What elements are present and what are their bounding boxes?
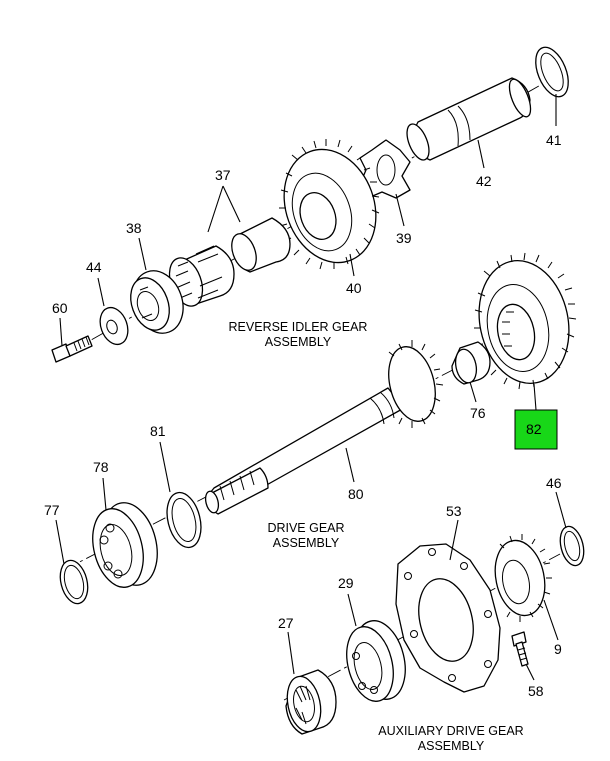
part-38-retainer bbox=[130, 270, 184, 334]
part-46-snap-ring bbox=[559, 525, 585, 567]
part-44-washer bbox=[99, 306, 129, 346]
callout-29: 29 bbox=[338, 575, 354, 591]
part-29-ball-bearing bbox=[346, 620, 406, 702]
part-9-auxiliary-gear bbox=[494, 534, 552, 622]
callout-27: 27 bbox=[278, 615, 294, 631]
callout-41: 41 bbox=[546, 132, 562, 148]
callout-80: 80 bbox=[348, 486, 364, 502]
callout-37: 37 bbox=[215, 167, 231, 183]
reverse-idler-caption-line1: REVERSE IDLER GEAR bbox=[229, 320, 368, 334]
part-40-idler-gear bbox=[279, 139, 380, 270]
assembly-captions: REVERSE IDLER GEAR ASSEMBLY DRIVE GEAR A… bbox=[229, 320, 524, 753]
drive-gear-caption-line2: ASSEMBLY bbox=[273, 536, 340, 550]
part-41-snap-ring bbox=[535, 46, 569, 98]
part-60-bolt bbox=[51, 335, 93, 363]
leader-lines bbox=[55, 94, 567, 681]
part-58-bolt bbox=[511, 631, 529, 667]
part-27-roller-bearing bbox=[285, 669, 337, 735]
drive-gear-caption-line1: DRIVE GEAR bbox=[267, 521, 344, 535]
callout-44: 44 bbox=[86, 259, 102, 275]
callout-53: 53 bbox=[446, 503, 462, 519]
reverse-idler-gear-assembly bbox=[51, 46, 569, 363]
callout-58: 58 bbox=[528, 683, 544, 699]
callout-82[interactable]: 82 bbox=[526, 421, 542, 437]
callout-76: 76 bbox=[470, 405, 486, 421]
callout-39: 39 bbox=[396, 230, 412, 246]
part-39-thrust-washer bbox=[359, 139, 411, 199]
callout-42: 42 bbox=[476, 173, 492, 189]
part-81-snap-ring bbox=[166, 491, 202, 549]
auxiliary-drive-gear-assembly bbox=[283, 525, 585, 735]
drive-gear-assembly bbox=[59, 252, 577, 605]
callout-77: 77 bbox=[44, 502, 60, 518]
callout-78: 78 bbox=[93, 459, 109, 475]
part-53-cover-plate bbox=[395, 543, 501, 693]
part-37-roller-bearing bbox=[168, 245, 235, 307]
callout-9: 9 bbox=[554, 641, 562, 657]
part-76-bushing bbox=[451, 341, 491, 385]
part-42-idler-shaft bbox=[406, 77, 532, 161]
callout-82-highlight[interactable] bbox=[514, 409, 558, 450]
callout-81: 81 bbox=[150, 423, 166, 439]
callout-38: 38 bbox=[126, 220, 142, 236]
callout-46: 46 bbox=[546, 475, 562, 491]
aux-drive-caption-line2: ASSEMBLY bbox=[418, 739, 485, 753]
callout-40: 40 bbox=[346, 280, 362, 296]
part-82-drive-gear bbox=[474, 252, 577, 390]
aux-drive-caption-line1: AUXILIARY DRIVE GEAR bbox=[378, 724, 523, 738]
part-78-ball-bearing bbox=[92, 502, 158, 588]
callout-60: 60 bbox=[52, 300, 68, 316]
callout-numbers: 41 42 37 39 38 40 44 60 76 82 81 78 80 7… bbox=[44, 132, 562, 699]
part-77-snap-ring bbox=[59, 559, 89, 605]
part-37-bearing-sleeve bbox=[231, 217, 291, 273]
reverse-idler-caption-line2: ASSEMBLY bbox=[265, 335, 332, 349]
part-80-drive-shaft bbox=[204, 340, 444, 515]
